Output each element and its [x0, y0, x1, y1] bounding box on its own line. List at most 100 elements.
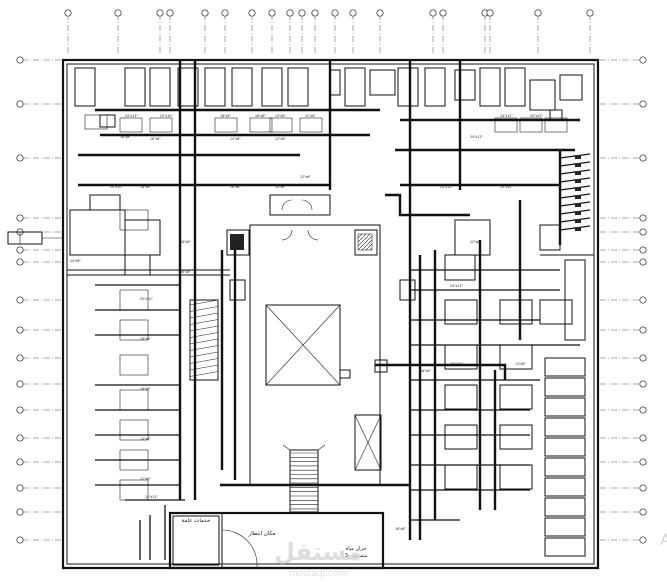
diffuser: [575, 179, 581, 183]
duct-size-tag: 18"x8": [120, 135, 131, 139]
unit-room: [287, 67, 309, 107]
duct-size-tag: 24"x12": [450, 284, 463, 288]
left-bay: [119, 419, 149, 441]
parking-bay: [544, 357, 586, 377]
grid-bubble: [16, 380, 24, 388]
grid-bubble: [16, 296, 24, 304]
duct-size-tag: 24"x12": [500, 114, 513, 118]
unit-room: [149, 67, 171, 107]
duct-size-tag: 14"x6": [515, 362, 526, 366]
unit-room: [177, 67, 199, 107]
grid-bubble: [639, 100, 647, 108]
grid-bubble: [16, 258, 24, 266]
duct-size-tag: 12"x6": [305, 114, 316, 118]
duct-size-tag: 12"x6": [140, 477, 151, 481]
duct-size-tag: 16"x8": [395, 527, 406, 531]
duct-size-tag: 20"x10": [500, 185, 513, 189]
grid-bubble: [16, 56, 24, 64]
grid-bubble: [311, 9, 319, 17]
left-bay: [119, 479, 149, 501]
duct-size-tag: 18"x8": [140, 337, 151, 341]
grid-bubble: [429, 9, 437, 17]
small-room: [214, 117, 238, 133]
unit-room: [504, 67, 526, 107]
diffuser: [575, 227, 581, 231]
duct-size-tag: 14"x6": [140, 437, 151, 441]
right-diffusers: [558, 150, 591, 245]
grid-bubble: [286, 9, 294, 17]
small-room: [149, 117, 173, 133]
grid-bubble: [586, 9, 594, 17]
grid-bubble: [16, 100, 24, 108]
floor-bay: [444, 464, 478, 490]
grid-bubble: [16, 214, 24, 222]
grid-bubble: [534, 9, 542, 17]
parking-bay: [544, 397, 586, 417]
room-label-tank: خزان مياه: [346, 546, 367, 552]
grid-bubble: [639, 508, 647, 516]
watermark-sub: mostaql.com: [289, 569, 347, 579]
small-room: [119, 117, 143, 133]
diffuser: [575, 219, 581, 223]
diffuser: [575, 203, 581, 207]
diffuser: [575, 155, 581, 159]
grid-bubble: [639, 354, 647, 362]
grid-bubble: [16, 484, 24, 492]
duct-size-tag: 16"x8": [180, 270, 191, 274]
duct-network: [78, 60, 580, 560]
grid-bubble: [331, 9, 339, 17]
unit-room: [204, 67, 226, 107]
diffuser: [575, 211, 581, 215]
floor-bay: [444, 384, 478, 410]
column-grid: [16, 9, 647, 544]
duct-size-tag: 24"x12": [440, 185, 453, 189]
duct-size-tag: 20"x10": [530, 114, 543, 118]
grid-bubble: [639, 296, 647, 304]
duct-size-tag: 20"x10": [160, 114, 173, 118]
grid-bubble: [268, 9, 276, 17]
left-bay: [119, 319, 149, 341]
small-room: [494, 117, 518, 133]
duct-size-tag: 12"x6": [470, 240, 481, 244]
grid-bubble: [639, 154, 647, 162]
floor-bay: [499, 299, 533, 325]
bottom-rooms: خدمات عامة مكان انتظار خزان مياه منسوب -…: [168, 511, 385, 570]
duct-size-tags: 24"x12" 20"x10" 18"x8" 16"x8" 14"x6" 12"x6" 24…: [70, 114, 543, 531]
parking-bay: [544, 497, 586, 517]
small-room: [249, 117, 273, 133]
grid-bubble: [16, 434, 24, 442]
parking-bay: [544, 477, 586, 497]
unit-room: [261, 67, 283, 107]
grid-bubble: [16, 458, 24, 466]
grid-bubble: [16, 536, 24, 544]
duct-size-tag: 20"x10": [140, 297, 153, 301]
duct-size-tag: 18"x8": [220, 114, 231, 118]
small-room: [544, 117, 568, 133]
watermark: مستقل mostaql.com A: [274, 530, 667, 579]
grid-bubble: [639, 258, 647, 266]
parking-bay: [544, 417, 586, 437]
unit-room: [424, 67, 446, 107]
parking-bay: [544, 537, 586, 557]
duct-size-tag: 24"x12": [470, 135, 483, 139]
floor-bay: [539, 299, 573, 325]
grid-bubble: [16, 326, 24, 334]
grid-bubble: [201, 9, 209, 17]
duct-size-tag: 16"x8": [140, 387, 151, 391]
grid-bubble: [16, 354, 24, 362]
grid-bubble: [156, 9, 164, 17]
diffuser: [575, 187, 581, 191]
watermark-brand: مستقل: [274, 538, 362, 566]
left-bay: [119, 389, 149, 411]
parking-bay: [544, 457, 586, 477]
duct-size-tag: 18"x8": [140, 185, 151, 189]
floor-bay: [499, 384, 533, 410]
legend-box: [7, 231, 63, 245]
grid-bubble: [439, 9, 447, 17]
duct-size-tag: 16"x8": [150, 137, 161, 141]
unit-room: [344, 67, 366, 107]
grid-bubble: [639, 536, 647, 544]
parking-bay: [544, 517, 586, 537]
small-room: [519, 117, 543, 133]
parking-bay: [544, 437, 586, 457]
